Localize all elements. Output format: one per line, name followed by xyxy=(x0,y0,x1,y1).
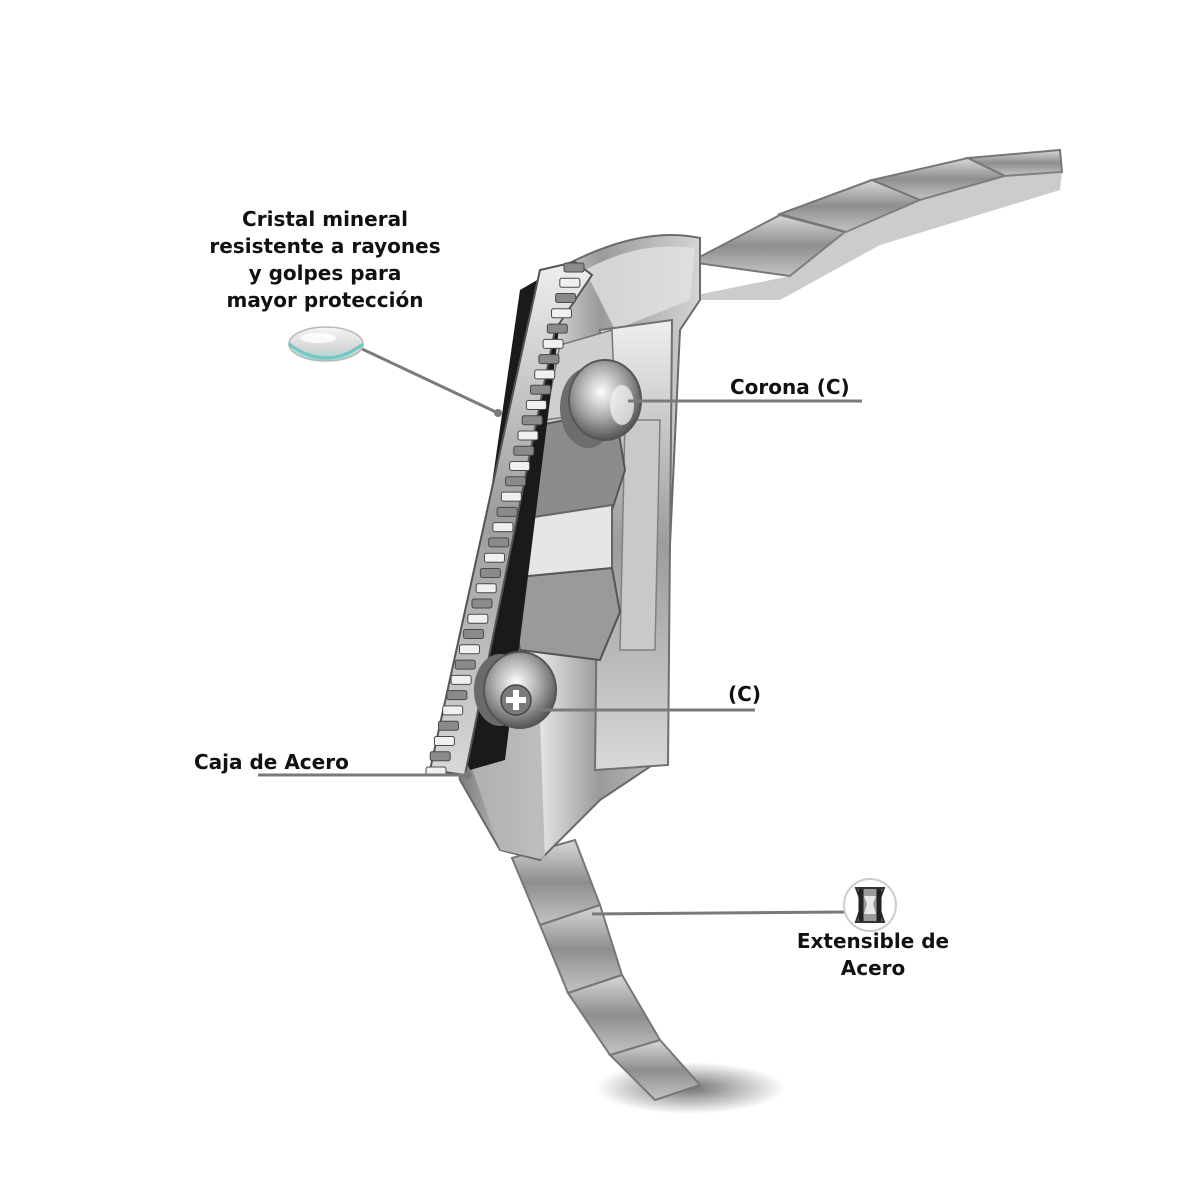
leader-dot-crystal xyxy=(494,409,502,417)
bracelet-annotation-line-1: Extensible de xyxy=(796,929,950,953)
bezel-tooth xyxy=(534,369,556,380)
pusher-button xyxy=(474,651,557,729)
bezel-tooth xyxy=(442,705,464,716)
bezel-tooth xyxy=(517,430,539,441)
bezel-tooth xyxy=(505,476,526,487)
crystal-annotation-line-2: resistente a rayones xyxy=(209,234,441,258)
swiss-cross-logo xyxy=(506,690,526,710)
crown xyxy=(560,359,642,448)
bracelet-annotation-line-2: Acero xyxy=(840,956,906,980)
bezel-tooth xyxy=(450,674,472,685)
pusher-annotation: (C) xyxy=(728,682,761,706)
bezel-tooth xyxy=(488,537,510,548)
bezel-tooth xyxy=(463,629,485,639)
bezel-tooth xyxy=(492,522,514,533)
leader-line-crystal xyxy=(359,346,499,415)
bezel-tooth xyxy=(496,506,518,517)
bezel-tooth xyxy=(479,568,501,578)
crystal-annotation-line-4: mayor protección xyxy=(226,288,424,312)
crown-annotation: Corona (C) xyxy=(730,375,850,399)
bezel-tooth xyxy=(454,659,476,670)
bracelet-link-icon xyxy=(843,878,897,932)
bezel xyxy=(425,260,594,777)
crystal-disc-icon xyxy=(288,326,364,362)
bezel-tooth xyxy=(525,400,547,410)
leader-lines xyxy=(258,346,862,916)
crystal-annotation: Cristal mineral resistente a rayones y g… xyxy=(200,206,450,314)
bezel-tooth xyxy=(509,461,531,471)
bezel-tooth xyxy=(446,690,468,701)
bezel-tooth xyxy=(471,598,493,609)
bezel-tooth xyxy=(563,262,585,273)
bracelet-annotation: Extensible de Acero xyxy=(788,928,958,982)
leader-dot-case xyxy=(464,771,472,779)
bezel-tooth xyxy=(521,415,543,426)
crystal-annotation-line-1: Cristal mineral xyxy=(242,207,408,231)
leader-line-bracelet xyxy=(591,910,847,916)
bezel-tooth xyxy=(555,293,577,303)
bezel-tooth xyxy=(551,308,572,319)
bezel-tooth xyxy=(438,720,459,731)
bezel-tooth xyxy=(433,736,455,746)
case-annotation: Caja de Acero xyxy=(194,750,349,774)
bezel-tooth xyxy=(467,613,489,624)
bezel-tooth xyxy=(475,583,497,594)
bezel-tooth xyxy=(513,445,535,456)
bezel-tooth xyxy=(530,384,551,395)
bezel-tooth xyxy=(459,644,480,655)
bezel-tooth xyxy=(559,277,581,288)
bezel-tooth xyxy=(484,552,505,563)
crystal-annotation-line-3: y golpes para xyxy=(248,261,402,285)
bezel-tooth xyxy=(500,491,522,502)
bezel-tooth xyxy=(538,354,560,365)
lower-bracelet xyxy=(510,838,702,1102)
bezel-tooth xyxy=(546,323,568,334)
upper-bracelet xyxy=(672,148,1064,300)
bezel-tooth xyxy=(542,338,564,349)
bezel-tooth xyxy=(429,751,451,762)
bezel-teeth xyxy=(425,262,585,777)
